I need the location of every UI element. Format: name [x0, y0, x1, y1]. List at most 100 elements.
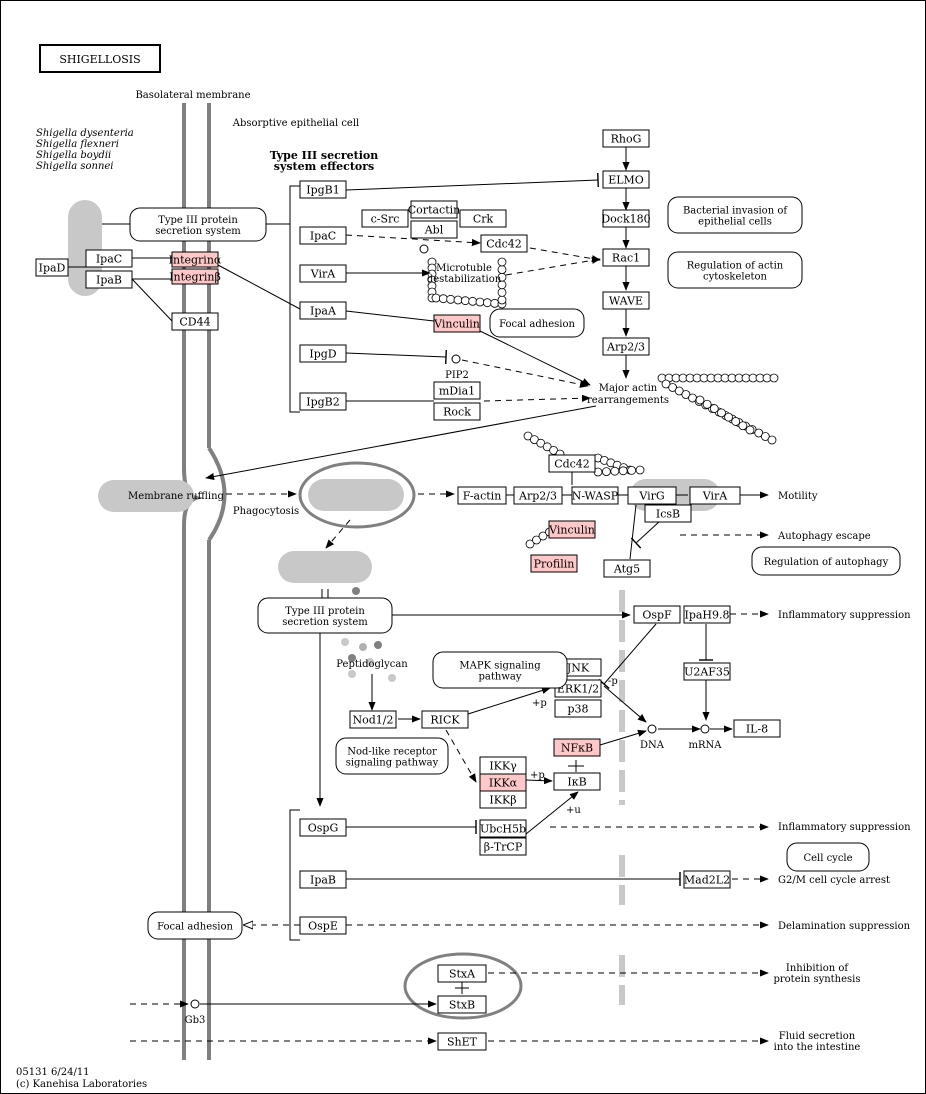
gene-node-vira2[interactable]: VirA: [689, 486, 741, 505]
gene-node-csrc[interactable]: c-Src: [361, 209, 409, 228]
gene-node-rock[interactable]: Rock: [433, 402, 481, 421]
gene-node-ipgb2[interactable]: IpgB2: [299, 392, 347, 411]
gene-node-wave[interactable]: WAVE: [602, 291, 650, 310]
gene-node-ospg[interactable]: OspG: [299, 818, 347, 837]
gene-node-rac1[interactable]: Rac1: [602, 248, 650, 267]
plus-u-label: +u: [566, 805, 581, 816]
gene-node-mdia1[interactable]: mDia1: [433, 381, 481, 400]
map-link-cell_cycle[interactable]: Cell cycle: [786, 842, 870, 872]
gene-label-rick: RICK: [430, 714, 460, 727]
gene-node-arp23b[interactable]: Arp2/3: [513, 486, 563, 505]
gene-node-cdc42b[interactable]: Cdc42: [548, 454, 596, 473]
gene-label-cortactin: Cortactin: [408, 204, 460, 217]
gene-node-ipad[interactable]: IpaD: [35, 258, 69, 277]
gene-node-abl[interactable]: Abl: [410, 220, 458, 239]
gene-label-ipaa: IpaA: [310, 305, 337, 318]
gene-label-csrc: c-Src: [371, 213, 400, 226]
gene-label-ipgb2: IpgB2: [306, 396, 340, 409]
footer-id: 05131 6/24/11: [16, 1067, 90, 1078]
gene-label-il8: IL-8: [746, 723, 768, 736]
gene-node-icsb[interactable]: IcsB: [644, 504, 692, 523]
gene-node-stxb[interactable]: StxB: [437, 995, 487, 1014]
gene-node-rick[interactable]: RICK: [421, 710, 469, 729]
map-link-label-nod_like-2: signaling pathway: [346, 758, 439, 769]
map-link-label-focal_adhesion2-1: Focal adhesion: [157, 922, 233, 933]
gene-node-profilin[interactable]: Profilin: [530, 554, 578, 573]
gene-label-cd44: CD44: [179, 316, 210, 329]
gene-node-shet[interactable]: ShET: [437, 1032, 487, 1051]
gene-node-btrcp[interactable]: β-TrCP: [479, 837, 527, 856]
gene-node-cdc42a[interactable]: Cdc42: [480, 234, 528, 253]
gene-label-ipac1: IpaC: [96, 253, 122, 266]
gene-node-ikka[interactable]: IKKα: [479, 773, 527, 792]
gene-node-ipac1[interactable]: IpaC: [85, 249, 133, 268]
gene-label-ipab1: IpaB: [96, 274, 122, 287]
gene-label-ipab2: IpaB: [310, 874, 336, 887]
gene-node-crk[interactable]: Crk: [459, 209, 507, 228]
gene-node-vinculin1[interactable]: Vinculin: [433, 314, 481, 333]
major-actin-label-1: Major actin: [599, 383, 658, 394]
gene-node-stxa[interactable]: StxA: [437, 964, 487, 983]
gene-node-ipah98[interactable]: IpaH9.8: [683, 605, 731, 624]
map-link-label-reg_autophagy-1: Regulation of autophagy: [764, 557, 889, 568]
gene-node-ikkg[interactable]: IKKγ: [479, 756, 527, 775]
gene-node-cd44[interactable]: CD44: [171, 312, 219, 331]
gene-node-il8[interactable]: IL-8: [733, 719, 781, 738]
map-link-label-focal_adhesion1-1: Focal adhesion: [499, 319, 575, 330]
gene-node-virg[interactable]: VirG: [627, 486, 677, 505]
map-link-label-reg_actin-2: cytoskeleton: [703, 272, 768, 283]
gene-node-ospe[interactable]: OspE: [299, 916, 347, 935]
map-link-focal_adhesion1[interactable]: Focal adhesion: [489, 308, 585, 338]
gene-node-ospf[interactable]: OspF: [633, 605, 681, 624]
gene-node-integrin_b[interactable]: Integrinβ: [169, 268, 221, 285]
gene-node-ipaa[interactable]: IpaA: [299, 301, 347, 320]
gene-node-ipgd[interactable]: IpgD: [299, 344, 347, 363]
gene-node-vinculin2[interactable]: Vinculin: [548, 520, 596, 539]
map-link-label-cell_cycle-1: Cell cycle: [803, 853, 852, 864]
edges: [68, 147, 769, 1045]
gene-node-nfkb[interactable]: NFκB: [553, 738, 601, 757]
gene-node-cortactin[interactable]: Cortactin: [408, 200, 460, 219]
gene-node-ikkb[interactable]: IKKβ: [479, 790, 527, 809]
gene-label-ipad: IpaD: [39, 262, 66, 275]
gene-label-p38: p38: [567, 703, 588, 716]
outcome-protein-synthesis-1: Inhibition of: [786, 963, 850, 974]
gene-node-integrin_a[interactable]: Integrinα: [169, 251, 222, 268]
gene-node-ipab2[interactable]: IpaB: [299, 870, 347, 889]
gene-label-rhog: RhoG: [611, 133, 642, 146]
gene-node-u2af35[interactable]: U2AF35: [683, 662, 731, 681]
gene-node-nwasp[interactable]: N-WASP: [571, 486, 619, 505]
gene-node-factin[interactable]: F-actin: [457, 486, 507, 505]
map-link-focal_adhesion2[interactable]: Focal adhesion: [147, 911, 243, 940]
gene-node-rhog[interactable]: RhoG: [602, 129, 650, 148]
gene-node-ipab1[interactable]: IpaB: [85, 270, 133, 289]
outcome-inflammatory-1: Inflammatory suppression: [778, 610, 911, 621]
gene-node-mad2l2[interactable]: Mad2L2: [683, 870, 731, 889]
gene-node-nod12[interactable]: Nod1/2: [349, 710, 397, 729]
gene-node-ipac2[interactable]: IpaC: [299, 226, 347, 245]
gene-node-dock180[interactable]: Dock180: [601, 209, 651, 228]
gene-label-ipac2: IpaC: [310, 230, 336, 243]
gene-node-vira[interactable]: VirA: [299, 264, 347, 283]
gene-label-ospf: OspF: [642, 609, 672, 622]
gene-node-ubch5b[interactable]: UbcH5b: [479, 819, 527, 838]
gene-node-ipgb1[interactable]: IpgB1: [299, 180, 347, 199]
gene-node-erk12[interactable]: ERK1/2: [554, 679, 602, 698]
gene-node-atg5[interactable]: Atg5: [603, 559, 651, 578]
gene-label-ikka: IKKα: [489, 777, 518, 790]
gene-node-arp23a[interactable]: Arp2/3: [602, 337, 650, 356]
gene-node-ikb[interactable]: IκB: [553, 772, 601, 791]
gene-node-elmo[interactable]: ELMO: [602, 170, 650, 189]
gene-node-p38[interactable]: p38: [554, 699, 602, 718]
gene-label-shet: ShET: [447, 1036, 478, 1049]
map-link-reg_autophagy[interactable]: Regulation of autophagy: [751, 546, 901, 576]
microtubule-compound: [419, 244, 429, 254]
phagocytosis-label: Phagocytosis: [233, 506, 299, 517]
